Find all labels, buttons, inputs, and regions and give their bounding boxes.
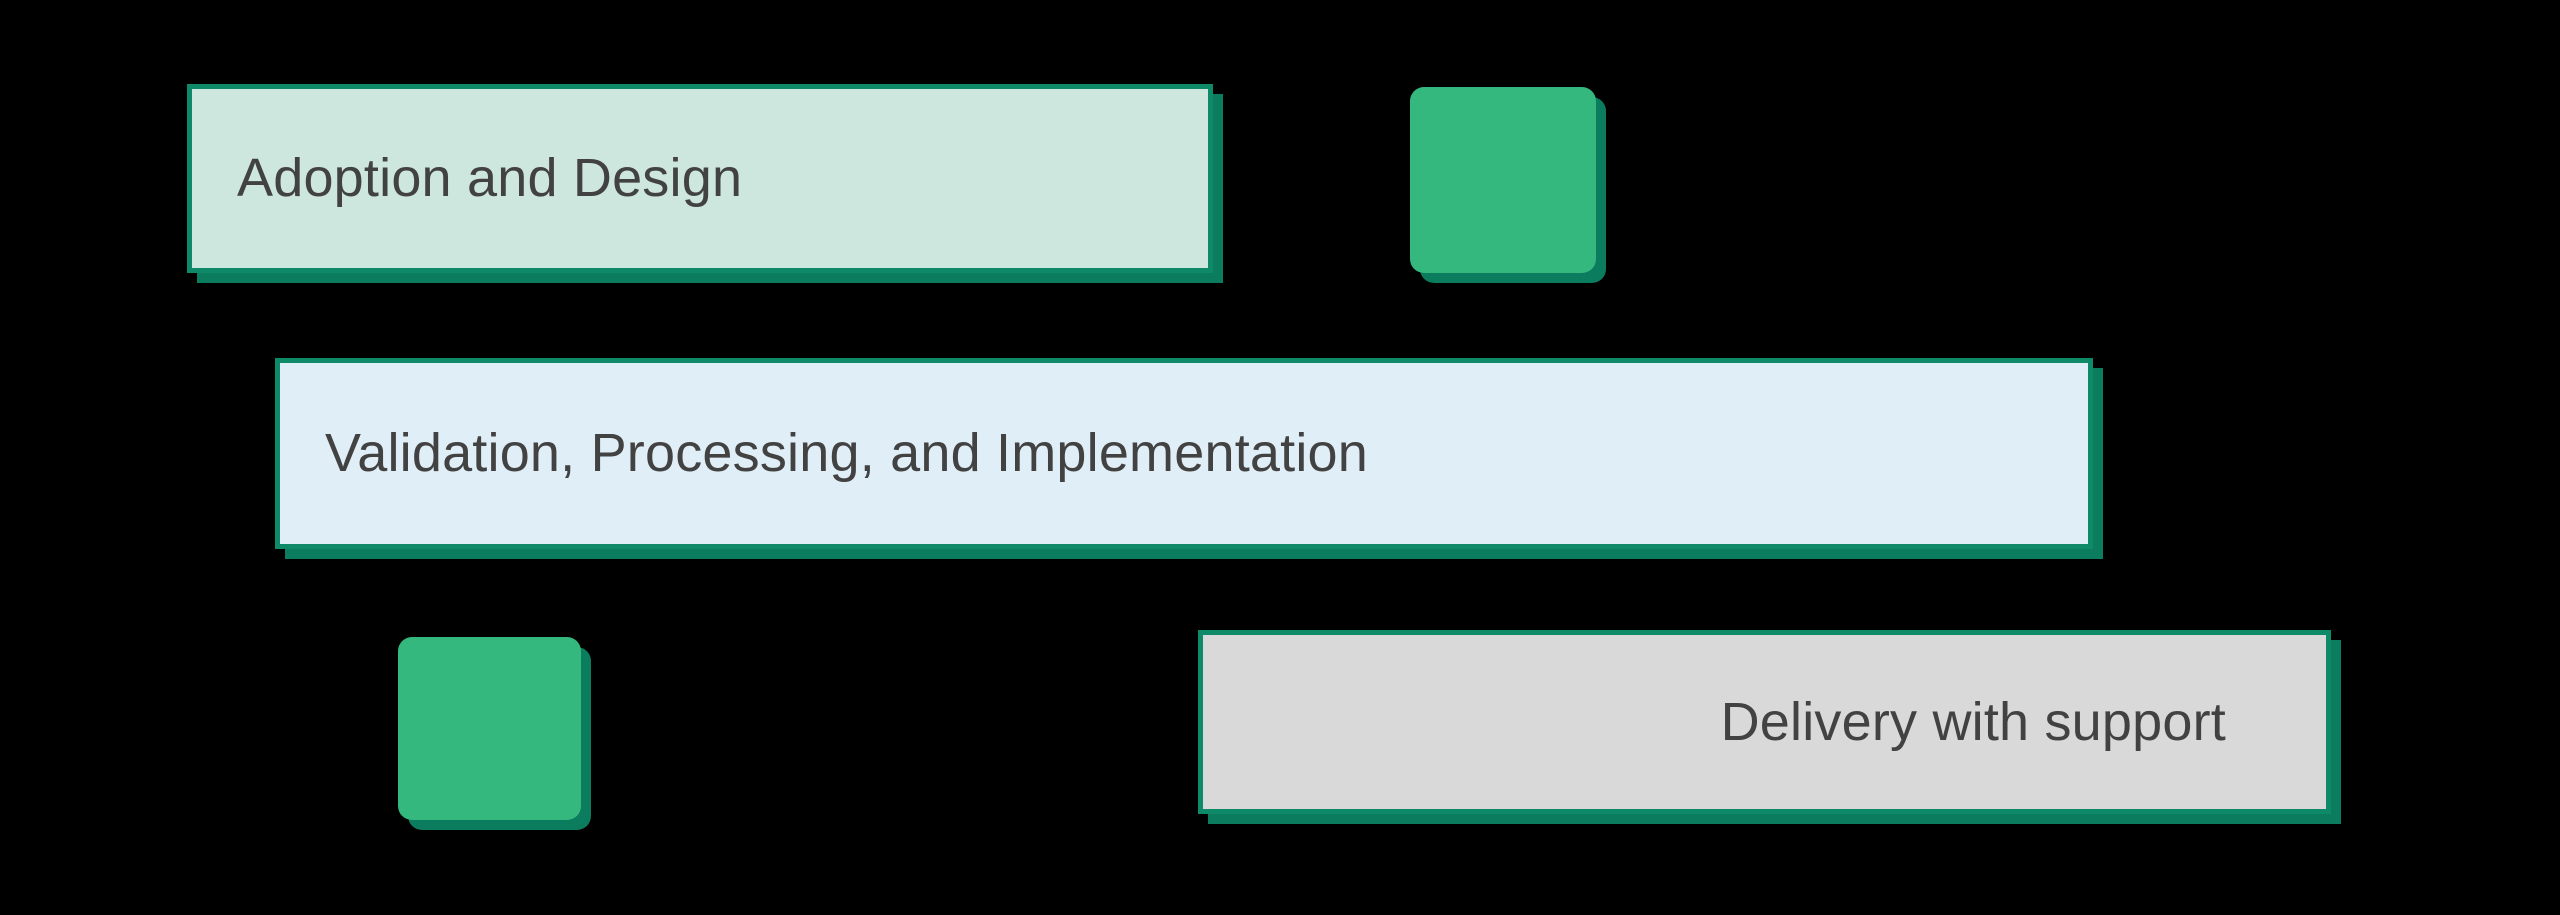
node-adoption-and-design[interactable]: Adoption and Design <box>187 84 1213 273</box>
node-delivery-with-support[interactable]: Delivery with support <box>1198 630 2331 814</box>
marker-square-one[interactable] <box>1410 87 1596 273</box>
node-delivery-with-support-label: Delivery with support <box>1720 691 2226 752</box>
node-validation-processing-implementation-label: Validation, Processing, and Implementati… <box>325 423 1368 484</box>
node-adoption-and-design-label: Adoption and Design <box>237 148 743 209</box>
marker-square-two[interactable] <box>398 637 581 820</box>
node-validation-processing-implementation[interactable]: Validation, Processing, and Implementati… <box>275 358 2093 549</box>
